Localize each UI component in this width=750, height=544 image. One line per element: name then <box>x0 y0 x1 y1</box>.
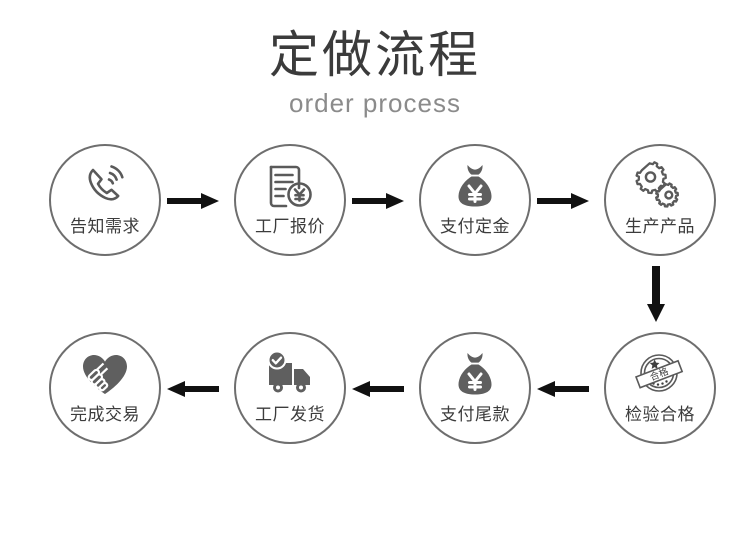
step-node-5[interactable]: 合格 检验合格 <box>604 332 716 444</box>
handshake-heart-icon <box>79 348 131 400</box>
quote-document-icon <box>265 160 315 212</box>
step-label-5: 检验合格 <box>625 405 695 425</box>
step-label-8: 完成交易 <box>70 405 140 425</box>
arrow-step2-to-step3 <box>352 190 404 212</box>
arrow-step1-to-step2 <box>167 190 219 212</box>
step-label-4: 生产产品 <box>625 217 695 237</box>
quality-stamp-icon: 合格 <box>634 348 686 400</box>
step-node-7[interactable]: 工厂发货 <box>234 332 346 444</box>
arrow-step3-to-step4 <box>537 190 589 212</box>
page-title: 定做流程 <box>269 26 481 84</box>
step-label-1: 告知需求 <box>70 217 140 237</box>
arrow-step5-to-step6 <box>537 378 589 400</box>
step-node-8[interactable]: 完成交易 <box>49 332 161 444</box>
step-node-4[interactable]: 生产产品 <box>604 144 716 256</box>
diagram-header: 定做流程 order process <box>0 26 750 118</box>
arrow-step4-to-step5 <box>645 266 667 322</box>
money-bag-icon <box>450 348 500 400</box>
phone-icon <box>80 160 130 212</box>
step-label-7: 工厂发货 <box>255 405 325 425</box>
step-label-3: 支付定金 <box>440 217 510 237</box>
step-node-1[interactable]: 告知需求 <box>49 144 161 256</box>
delivery-truck-icon <box>264 348 316 400</box>
money-bag-icon <box>450 160 500 212</box>
step-label-2: 工厂报价 <box>255 217 325 237</box>
page-subtitle: order process <box>289 88 461 118</box>
arrow-step7-to-step8 <box>167 378 219 400</box>
arrow-step6-to-step7 <box>352 378 404 400</box>
step-label-6: 支付尾款 <box>440 405 510 425</box>
step-node-3[interactable]: 支付定金 <box>419 144 531 256</box>
step-node-6[interactable]: 支付尾款 <box>419 332 531 444</box>
step-node-2[interactable]: 工厂报价 <box>234 144 346 256</box>
gears-icon <box>635 160 685 212</box>
